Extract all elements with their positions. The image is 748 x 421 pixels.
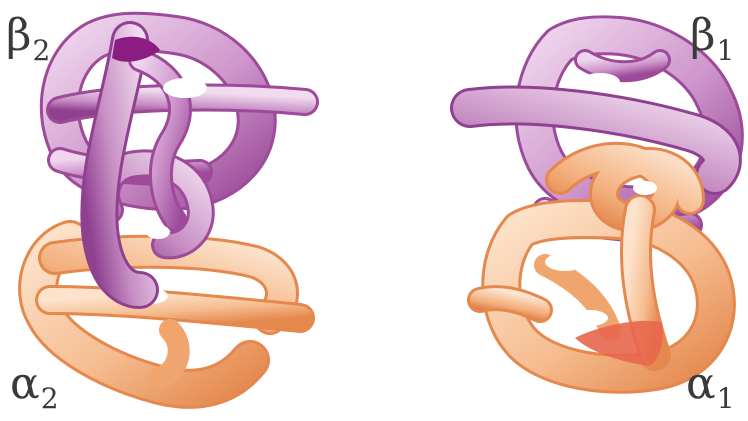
alpha1-label: α1: [686, 362, 735, 406]
alpha2-label: α2: [10, 362, 59, 406]
left-dimer: [38, 32, 305, 389]
beta2-label-greek: β: [6, 10, 31, 61]
alpha2-label-subscript: 2: [41, 382, 59, 415]
alpha2-subunit: [38, 240, 300, 389]
beta1-label-greek: β: [690, 10, 715, 61]
beta1-label-subscript: 1: [716, 34, 734, 67]
alpha1-label-greek: α: [686, 358, 716, 409]
alpha2-label-greek: α: [10, 358, 40, 409]
beta1-label: β1: [690, 14, 734, 58]
alpha1-label-subscript: 1: [717, 382, 735, 415]
beta2-label-subscript: 2: [32, 34, 50, 67]
alpha1-subunit: [480, 157, 716, 374]
beta2-label: β2: [6, 14, 50, 58]
right-dimer: [470, 35, 724, 373]
